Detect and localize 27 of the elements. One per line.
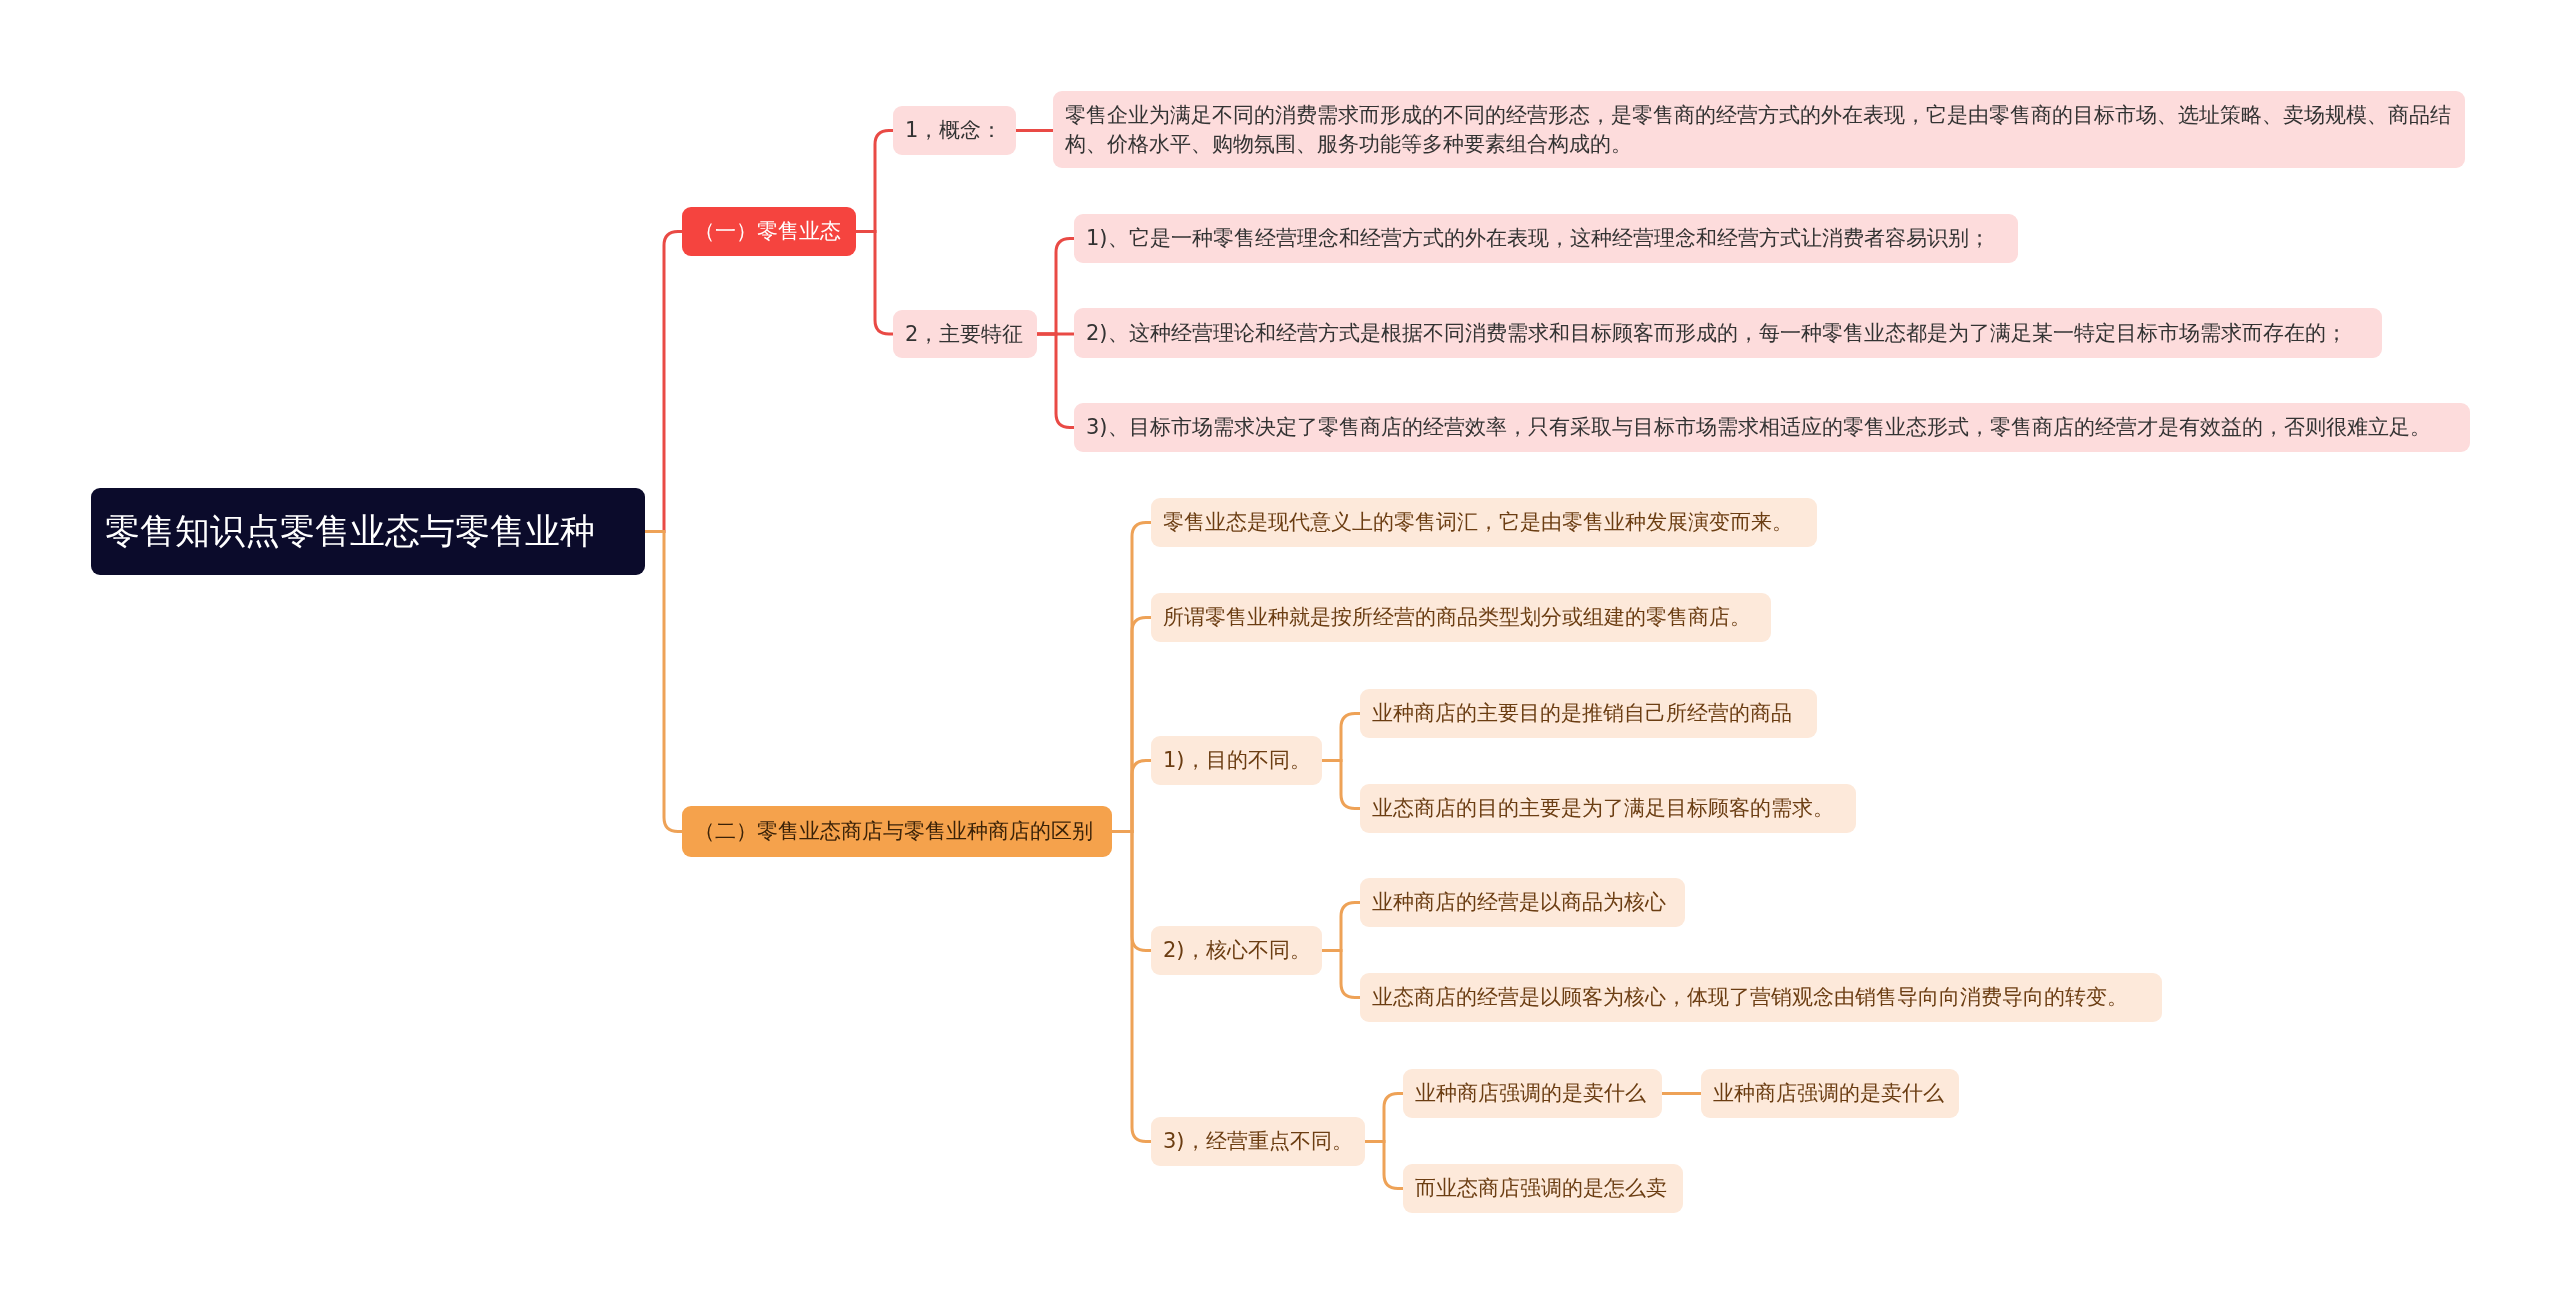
topic-box: 3)，经营重点不同。 bbox=[1151, 1117, 1365, 1166]
topic-box: 所谓零售业种就是按所经营的商品类型划分或组建的零售商店。 bbox=[1151, 593, 1771, 642]
topic-box: 业种商店的经营是以商品为核心 bbox=[1360, 878, 1685, 927]
connector-line bbox=[1016, 129, 1053, 132]
topic-box: 1)，目的不同。 bbox=[1151, 736, 1322, 785]
topic-box: 3)、目标市场需求决定了零售商店的经营效率，只有采取与目标市场需求相适应的零售业态形式，零售商店的经营才是有效益的，否则很难立足。 bbox=[1074, 403, 2470, 452]
topic-box: 零售企业为满足不同的消费需求而形成的不同的经营形态，是零售商的经营方式的外在表现，它是由零售商的目标市场、选址策略、卖场规模、商品结构、价格水平、购物氛围、服务功能等多种要素组合构成的。 bbox=[1053, 91, 2465, 168]
topic-box: 业种商店强调的是卖什么 bbox=[1701, 1069, 1959, 1118]
topic-box: 零售业态是现代意义上的零售词汇，它是由零售业种发展演变而来。 bbox=[1151, 498, 1817, 547]
topic-box: 业种商店的主要目的是推销自己所经营的商品 bbox=[1360, 689, 1817, 738]
branch-topic-box: （一）零售业态 bbox=[682, 207, 856, 256]
topic-box: 业态商店的目的主要是为了满足目标顾客的需求。 bbox=[1360, 784, 1856, 833]
topic-box: 而业态商店强调的是怎么卖 bbox=[1403, 1164, 1683, 1213]
topic-box: 2)、这种经营理论和经营方式是根据不同消费需求和目标顾客而形成的，每一种零售业态都是为了满足某一特定目标市场需求而存在的； bbox=[1074, 308, 2382, 358]
branch-topic-box: （二）零售业态商店与零售业种商店的区别 bbox=[682, 806, 1112, 857]
connector-line bbox=[1662, 1092, 1701, 1095]
connector-line bbox=[1112, 830, 1151, 1143]
topic-box: 2，主要特征 bbox=[893, 310, 1037, 358]
topic-box: 1，概念： bbox=[893, 106, 1016, 155]
connector-line bbox=[1365, 1140, 1403, 1190]
root-topic-box: 零售知识点零售业态与零售业种 bbox=[91, 488, 645, 575]
topic-box: 1)、它是一种零售经营理念和经营方式的外在表现，这种经营理念和经营方式让消费者容易识别； bbox=[1074, 214, 2018, 263]
topic-box: 2)，核心不同。 bbox=[1151, 926, 1322, 975]
connector-line bbox=[1322, 759, 1360, 810]
topic-box: 业态商店的经营是以顾客为核心，体现了营销观念由销售导向向消费导向的转变。 bbox=[1360, 973, 2162, 1022]
connector-line bbox=[1322, 949, 1360, 999]
topic-box: 业种商店强调的是卖什么 bbox=[1403, 1069, 1662, 1118]
